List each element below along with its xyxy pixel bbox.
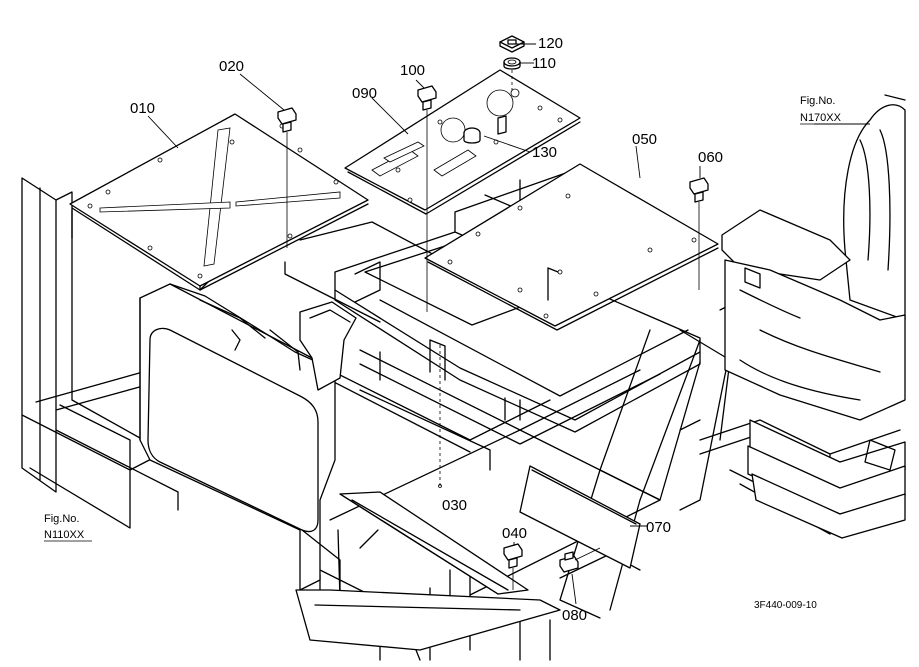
part-120-cap (499, 35, 525, 53)
label-070: 070 (646, 519, 671, 536)
fig-ref-right[interactable]: Fig.No. N170XX (800, 95, 846, 125)
label-130: 130 (532, 144, 557, 161)
label-100: 100 (400, 62, 425, 79)
label-060: 060 (698, 149, 723, 166)
label-020: 020 (219, 58, 244, 75)
part-060-bolt (689, 177, 709, 290)
label-050: 050 (632, 131, 657, 148)
part-010-plate (69, 113, 369, 291)
leader-lines (147, 43, 870, 605)
part-050-plate (424, 163, 719, 331)
fig-ref-left-number[interactable]: N110XX (44, 529, 85, 541)
part-020-bolt (277, 107, 297, 248)
fig-ref-left[interactable]: Fig.No. N110XX (44, 513, 92, 542)
fig-ref-right-number[interactable]: N170XX (800, 112, 842, 124)
part-110-seal (503, 57, 521, 70)
operator-seat (721, 94, 906, 539)
part-090-plate (344, 69, 581, 215)
label-120: 120 (538, 35, 563, 52)
part-labels: 010 020 030 040 050 060 070 080 090 100 … (130, 35, 723, 624)
label-080: 080 (562, 607, 587, 624)
part-080-bolt (559, 547, 601, 573)
chassis-frame (21, 167, 901, 661)
label-030: 030 (442, 497, 467, 514)
fig-ref-right-label: Fig.No. (800, 95, 835, 107)
label-010: 010 (130, 100, 155, 117)
fig-ref-left-label: Fig.No. (44, 513, 79, 525)
front-console (139, 279, 561, 651)
label-110: 110 (532, 55, 556, 72)
label-040: 040 (502, 525, 527, 542)
label-090: 090 (352, 85, 377, 102)
part-030-plate (339, 484, 529, 595)
part-040-bolt (503, 543, 523, 590)
part-130-grommet (463, 115, 507, 144)
part-100-bolt (417, 85, 437, 312)
part-070-plate (519, 465, 641, 569)
drawing-code: 3F440-009-10 (754, 600, 817, 611)
